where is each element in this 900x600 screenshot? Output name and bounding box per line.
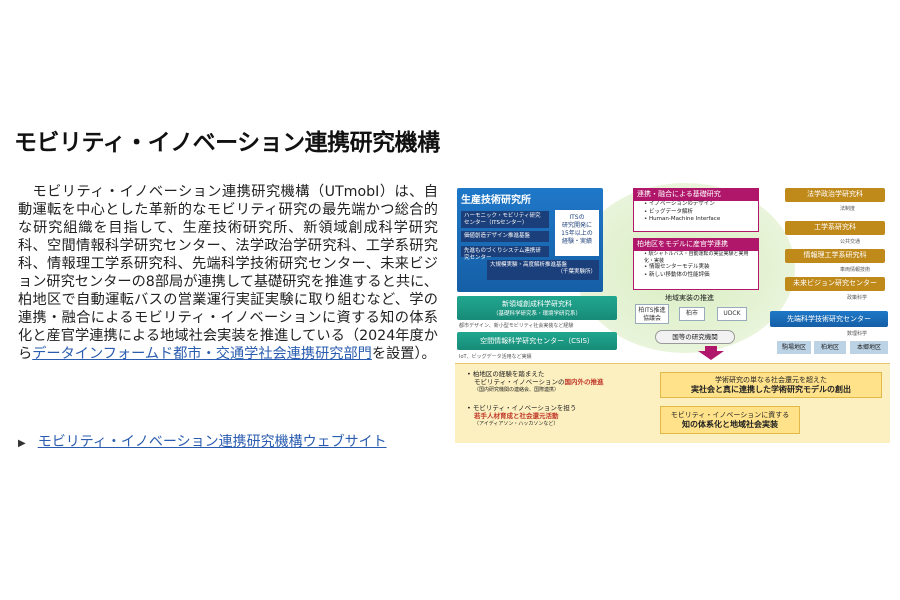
its-note-line: ITSの — [569, 214, 585, 221]
body-line: 究科、工学系研究科、情報理工学系研究科、先端科学 — [18, 238, 438, 272]
body-line: 科学研究科、空間情報科学研究センター、法学政治学研 — [18, 220, 438, 254]
body-line: 運転を中心とした革新的なモビリティ研究の最先端かつ総合 — [32, 202, 424, 218]
basic-item: イノベーションのデザイン — [634, 201, 758, 209]
rcast-box: 先端科学技術研究センター — [770, 311, 888, 327]
info-science-note: 車両情報技術 — [840, 267, 871, 273]
outcome-line: • モビリティ・イノベーションを担う — [467, 404, 577, 412]
page-title: モビリティ・イノベーション連携研究機構 — [14, 130, 440, 156]
kashiwa-item: 新しい移動体の性能評価 — [634, 272, 758, 280]
frontier-subtitle: （基礎科学研究系・環境学研究系） — [492, 311, 581, 317]
website-link[interactable]: モビリティ・イノベーション連携研究機構ウェブサイト — [37, 434, 387, 450]
academic-line1: 学術研究の単なる社会還元を超えた — [715, 376, 827, 384]
outcome-line: 若手人材育成と社会還元活動 — [474, 412, 559, 420]
kashiwa-its-council-box: 柏ITS推進協議会 — [635, 304, 669, 324]
udck-box: UDCK — [717, 307, 747, 321]
kashiwa-model-box: 柏地区をモデルに産官学連携 駅シャトルバス・自動運転の実証実験と実用化・実装 情… — [633, 238, 759, 290]
knowledge-system-box: モビリティ・イノベーションに資する 知の体系化と地域社会実装 — [660, 406, 800, 434]
frontier-note: 都市デザイン、新小型モビリティ社会実装など経験 — [459, 323, 574, 329]
kashiwa-item: 情報センターモデル実装 — [634, 264, 758, 272]
experiment-note: （千葉実験所） — [557, 269, 596, 275]
body-line: の営業運行実証実験に取り組むなど、学の連携・融合によ — [18, 292, 438, 326]
campus-kashiwa: 柏地区 — [814, 341, 846, 354]
experiment-box: 大規模実験・高度解析推進基盤 （千葉実験所） — [487, 260, 599, 280]
rcast-note: 数理科学 — [847, 331, 868, 337]
description-paragraph: モビリティ・イノベーション連携研究機構（UTmobI）は、自動運転を中心とした革… — [18, 183, 438, 363]
national-research-institutes: 国等の研究機関 — [655, 330, 735, 344]
its-experience-note: ITSの 研究開発に 15年以上の 経験・実績 — [555, 210, 599, 256]
future-vision-note: 政策科学 — [847, 295, 868, 301]
engineering-note: 公共交通 — [840, 239, 861, 245]
data-informed-dept-link[interactable]: データインフォームド都市・交通学社会連携研究部門 — [32, 346, 372, 362]
body-line: 携して基礎研究を推進すると共に、柏地区で自動運転バス — [18, 274, 438, 308]
kashiwa-item: 駅シャトルバス・自動運転の実証実験と実用化・実装 — [634, 251, 758, 264]
campus-komaba: 駒場地区 — [777, 341, 811, 354]
kashiwa-city-box: 柏市 — [679, 307, 705, 321]
law-politics-box: 法学政治学研究科 — [785, 188, 885, 202]
kashiwa-title: 柏地区をモデルに産官学連携 — [634, 239, 758, 251]
outcome-line: • 柏地区の経験を踏まえた — [467, 370, 545, 378]
knowledge-line1: モビリティ・イノベーションに資する — [670, 411, 790, 419]
dept-link-part2: ンフォームド都市・交通学社会連携研究部門 — [88, 346, 372, 362]
basic-item: Human-Machine Interface — [634, 216, 758, 224]
future-vision-box: 未来ビジョン研究センター — [785, 277, 885, 291]
its-note-line: 研究開発に — [561, 222, 592, 229]
outcome-line: モビリティ・イノベーションの国内外の推進 — [474, 378, 604, 386]
body-line: モビリティ・イノベーション連携研究機構（UTmobI）は、自動 — [18, 184, 438, 218]
csis-note: IoT、ビッグデータ活用など実績 — [459, 354, 532, 360]
outcome-line: （アイディアソン・ハッカソンなど） — [474, 421, 559, 427]
iis-block: 生産技術研究所 ハーモニック・モビリティ研究センター（ITSセンター） 価値創造… — [457, 188, 603, 292]
body-line: るモビリティ・イノベーションに資する知の体系化と産官学連携 — [18, 310, 438, 344]
its-note-line: 経験・実績 — [561, 238, 592, 245]
body-line: 的な研究組織を目指して、生産技術研究所、新領域創成 — [18, 202, 438, 236]
dept-link-part1: データイ — [32, 346, 89, 362]
regional-promotion-label: 地域実装の推進 — [665, 294, 714, 302]
outcomes-band: • 柏地区の経験を踏まえた モビリティ・イノベーションの国内外の推進 （国内研究… — [455, 363, 890, 443]
basic-item: ビッグデータ解析 — [634, 209, 758, 217]
body-tail: を設置）。 — [371, 346, 436, 362]
frontier-sciences-box: 新領域創成科学研究科 （基礎科学研究系・環境学研究系） — [457, 296, 617, 320]
experiment-label: 大規模実験・高度解析推進基盤 — [490, 262, 568, 268]
website-link-row: ▶ モビリティ・イノベーション連携研究機構ウェブサイト — [18, 431, 387, 451]
basic-research-title: 連携・融合による基礎研究 — [634, 189, 758, 201]
knowledge-line2: 知の体系化と地域社会実装 — [682, 420, 778, 429]
engineering-box: 工学系研究科 — [785, 221, 885, 235]
frontier-title: 新領域創成科学研究科 — [502, 300, 572, 308]
value-design-box: 価値創造デザイン推進基盤 — [461, 231, 549, 242]
outcome-line: （国内研究機関の連絡会、国際連携） — [474, 387, 560, 393]
academic-model-box: 学術研究の単なる社会還元を超えた 実社会と真に連携した学術研究モデルの創出 — [660, 372, 882, 398]
info-science-box: 情報理工学系研究科 — [785, 249, 885, 263]
outcome-item-1: • 柏地区の経験を踏まえた モビリティ・イノベーションの国内外の推進 （国内研究… — [467, 370, 657, 394]
basic-research-box: 連携・融合による基礎研究 イノベーションのデザイン ビッグデータ解析 Human… — [633, 188, 759, 232]
csis-box: 空間情報科学研究センター（CSIS） — [457, 332, 617, 350]
body-line: 技術研究センター、未来ビジョン研究センターの8部局が連 — [18, 256, 438, 290]
triangle-bullet-icon: ▶ — [18, 438, 26, 449]
academic-line2: 実社会と真に連携した学術研究モデルの創出 — [691, 385, 851, 394]
its-note-line: 15年以上の — [561, 230, 593, 237]
manufacturing-center-box: 先進ものづくりシステム連携研究センター — [461, 246, 549, 261]
organization-diagram: 生産技術研究所 ハーモニック・モビリティ研究センター（ITSセンター） 価値創造… — [455, 183, 890, 445]
body-line: による地域社会実装を推進している（2024年度から — [18, 328, 438, 362]
outcome-item-2: • モビリティ・イノベーションを担う 若手人材育成と社会還元活動 （アイディアソ… — [467, 404, 657, 428]
its-center-box: ハーモニック・モビリティ研究センター（ITSセンター） — [461, 211, 549, 228]
campus-hongo: 本郷地区 — [850, 341, 888, 354]
down-arrow-icon — [698, 346, 724, 360]
law-politics-note: 法制度 — [840, 206, 856, 212]
iis-title: 生産技術研究所 — [461, 195, 531, 206]
